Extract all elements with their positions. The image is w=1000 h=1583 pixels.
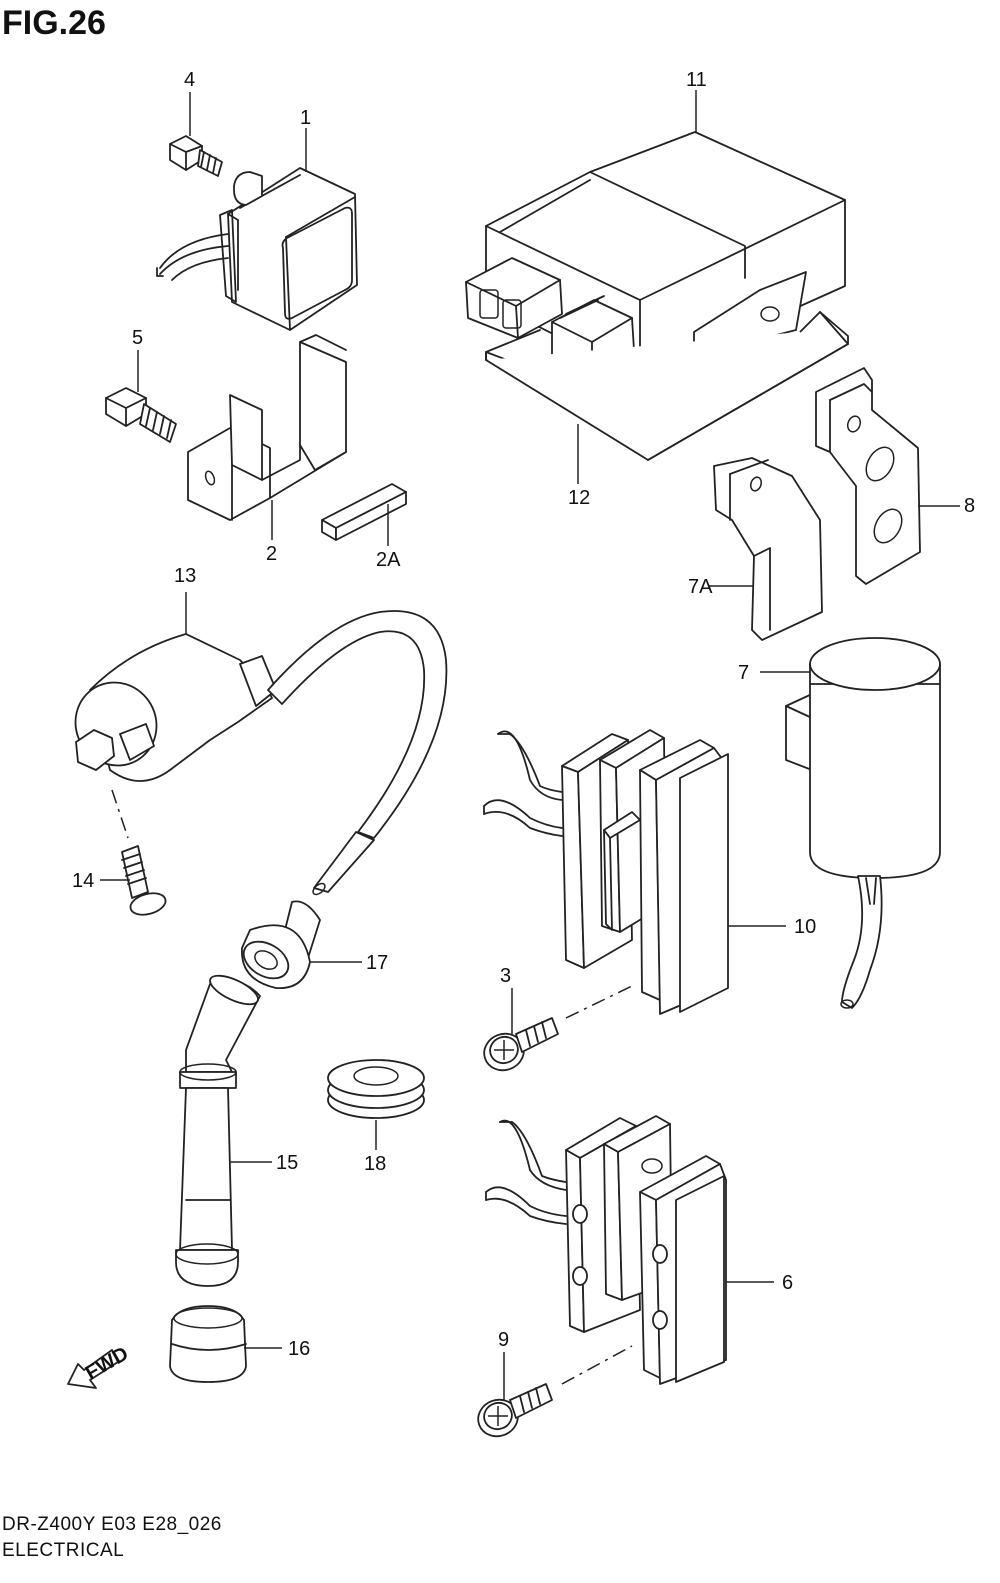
callout-10: 3 [500, 965, 511, 987]
part-2a-clip [321, 483, 407, 541]
callout-2: 2 [266, 543, 277, 565]
callout-17: 17 [366, 952, 388, 974]
callout-1: 1 [300, 107, 311, 129]
part-5-regulator [485, 1115, 727, 1385]
callout-7: 7A [688, 576, 713, 598]
part-14-screw [121, 845, 167, 916]
callout-4: 5 [132, 327, 143, 349]
section-title: ELECTRICAL [2, 1540, 125, 1561]
part-18-grommet [327, 1059, 425, 1119]
callout-11: 11 [686, 69, 707, 91]
figure-title: FIG.26 [2, 4, 106, 42]
callout-16: 16 [288, 1338, 310, 1360]
part-7a-bracket [815, 367, 921, 585]
callout-18: 18 [364, 1153, 386, 1175]
part-3-bolt [169, 135, 223, 177]
part-6-condenser [785, 637, 941, 1009]
coil-screw-link [111, 789, 129, 839]
callout-6: 7 [738, 662, 749, 684]
callout-2a: 2A [376, 549, 401, 571]
callout-5: 6 [782, 1272, 793, 1294]
callout-3: 4 [184, 69, 195, 91]
part-8-bolt [477, 1345, 633, 1438]
callout-12: 12 [568, 487, 590, 509]
part-17-boot [241, 900, 321, 989]
part-9-regulator [483, 729, 729, 1015]
leader-lines [100, 90, 960, 1400]
callout-13: 13 [174, 565, 196, 587]
part-7-bracket [713, 457, 823, 641]
part-12-pad [485, 311, 849, 461]
callout-15: 15 [276, 1152, 298, 1174]
part-15-plug-cap [175, 974, 261, 1287]
part-10-bolt [483, 985, 633, 1072]
fwd-text: FWD [82, 1343, 132, 1385]
callout-9: 10 [794, 916, 816, 938]
callout-8: 9 [498, 1329, 509, 1351]
callout-7a: 8 [964, 495, 975, 517]
part-4-bolt [105, 387, 177, 443]
model-code: DR-Z400Y E03 E28_026 [2, 1514, 222, 1535]
part-16-cap [169, 1305, 247, 1383]
callout-labels: 4 1 5 2 2A 11 12 8 7A 7 13 14 17 10 3 18… [72, 69, 975, 1360]
callout-14: 14 [72, 870, 94, 892]
part-1-relay [156, 167, 358, 331]
part-2-bracket [187, 334, 347, 521]
part-13-ignition-coil [74, 610, 448, 896]
fwd-arrow: FWD [67, 1343, 132, 1389]
